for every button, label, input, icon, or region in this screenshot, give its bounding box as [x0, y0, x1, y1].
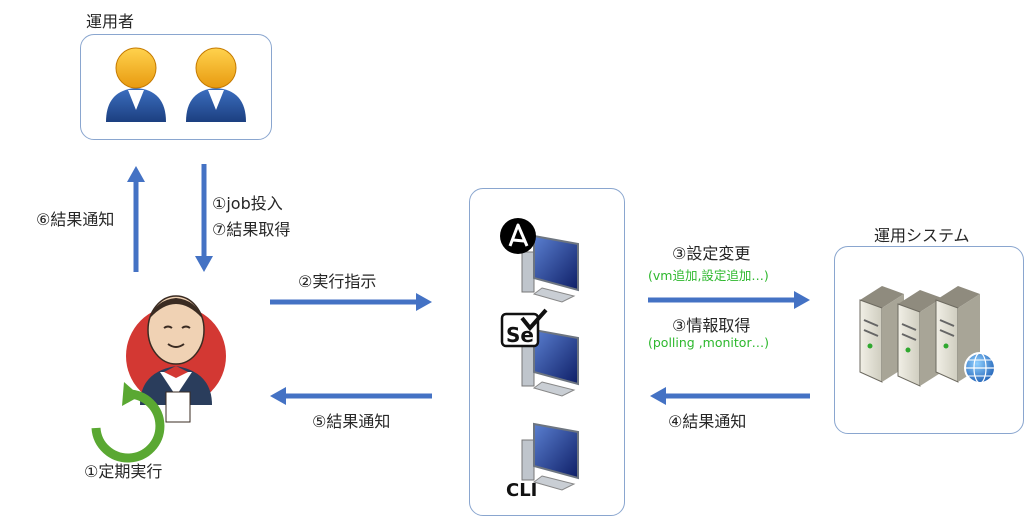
globe-icon	[964, 352, 996, 384]
server-icon	[859, 286, 904, 383]
config-detail-label: (vm追加,設定追加…)	[648, 268, 769, 283]
result-get-label: ⑦結果取得	[212, 220, 291, 239]
job-submit-label: ①job投入	[212, 194, 283, 213]
info-get-label: ③情報取得	[672, 316, 751, 335]
periodic-label: ①定期実行	[84, 462, 163, 481]
arrow-config	[648, 291, 810, 309]
monitor-icon	[521, 234, 579, 303]
arrow-up-notify	[127, 166, 145, 272]
server-icon	[897, 290, 942, 387]
cycle-arrow-icon	[91, 382, 165, 463]
monitor-icon	[521, 328, 579, 397]
operators-box	[80, 34, 272, 140]
ansible-icon	[500, 218, 536, 254]
cli-label: CLI	[506, 480, 537, 501]
info-detail-label: (polling ,monitor…)	[648, 335, 769, 350]
person-icon	[106, 47, 166, 122]
operators-title: 運用者	[86, 12, 135, 31]
arrow-down-job	[195, 164, 213, 272]
arrow-exec	[270, 293, 432, 311]
arrow-notify-4	[650, 387, 810, 405]
jenkins-butler-icon	[126, 295, 226, 423]
notify-4-label: ④結果通知	[668, 412, 747, 431]
system-title: 運用システム	[874, 226, 970, 245]
notify-5-label: ⑤結果通知	[312, 412, 391, 431]
exec-instruct-label: ②実行指示	[298, 272, 377, 291]
monitor-icon	[521, 422, 579, 491]
selenium-icon: Se	[500, 308, 548, 348]
person-icon	[186, 47, 246, 122]
config-change-label: ③設定変更	[672, 244, 751, 263]
notify-6-label: ⑥結果通知	[36, 210, 115, 229]
arrow-notify-5	[270, 387, 432, 405]
